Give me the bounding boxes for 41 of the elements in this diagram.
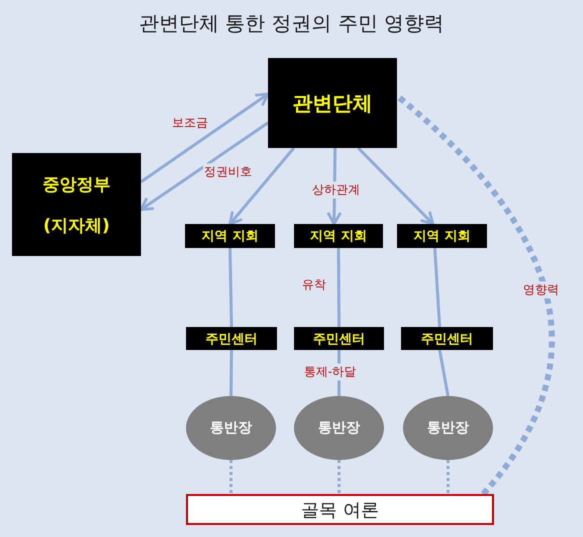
node-label: 통반장 xyxy=(318,419,360,437)
node-label: 통반장 xyxy=(210,419,252,437)
node-label: 중앙정부 xyxy=(42,174,110,196)
node-label: 주민센터 xyxy=(313,330,365,348)
process-box xyxy=(12,153,141,256)
process-box xyxy=(397,224,487,248)
node-label: 지역 지회 xyxy=(414,228,470,245)
node-label: 지역 지회 xyxy=(202,228,258,245)
arrow xyxy=(357,146,434,226)
edge-label: 영향력 xyxy=(522,282,560,298)
process-box xyxy=(185,224,275,248)
node-label: 주민센터 xyxy=(421,330,473,348)
connector-line xyxy=(433,248,442,328)
connector-line xyxy=(228,248,233,328)
dotted-connector xyxy=(395,94,555,496)
dotted-connector xyxy=(446,460,450,494)
process-box xyxy=(294,327,384,350)
edge-label: 유착 xyxy=(301,276,327,294)
node-label: 골목 여론 xyxy=(301,498,379,522)
connector-line xyxy=(230,350,233,396)
node-label: 관변단체 xyxy=(292,90,372,116)
edge-label: 상하관계 xyxy=(311,182,361,198)
title: 관변단체 통한 정권의 주민 영향력 xyxy=(138,10,446,37)
connector-line xyxy=(438,350,450,396)
edge-label: 통제-하달 xyxy=(302,364,358,380)
process-box xyxy=(268,58,397,148)
arrow xyxy=(228,147,295,226)
node-label: 지역 지회 xyxy=(310,228,367,245)
node-label: 주민센터 xyxy=(206,330,258,348)
outlined-box xyxy=(186,494,494,525)
process-box xyxy=(294,224,383,248)
process-box xyxy=(186,327,277,350)
dotted-connector xyxy=(229,460,232,494)
connector-line xyxy=(337,248,340,328)
dotted-connector xyxy=(338,460,341,494)
arrow xyxy=(140,92,270,184)
arrow xyxy=(140,122,269,212)
edge-label: 정권비호 xyxy=(203,164,253,180)
process-box xyxy=(401,327,493,350)
node-label: (지자체) xyxy=(43,214,110,236)
node-label: 통반장 xyxy=(427,419,469,437)
